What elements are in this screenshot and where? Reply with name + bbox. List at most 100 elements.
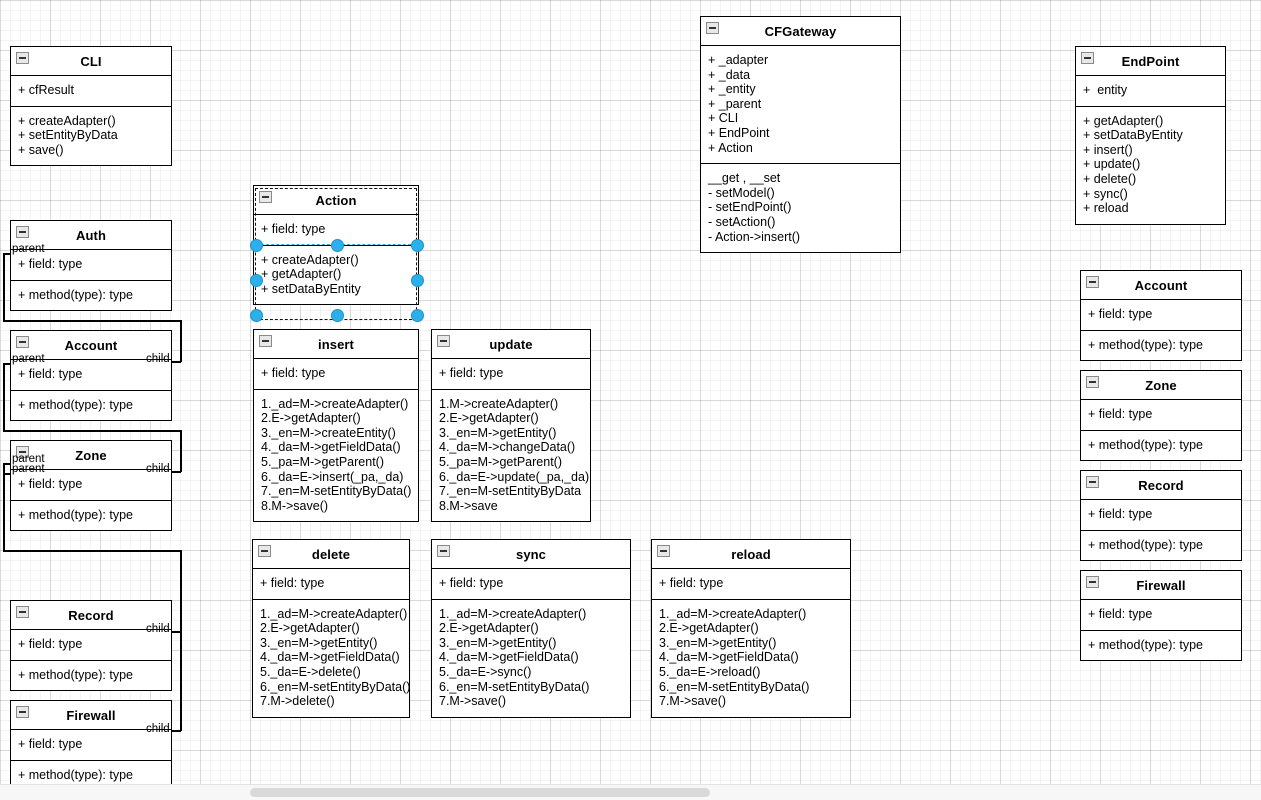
class-header: Auth <box>11 221 171 250</box>
method-row: - setEndPoint() <box>708 200 792 215</box>
class-title: Record <box>68 608 114 623</box>
attribute-row: + field: type <box>18 367 83 381</box>
attributes-compartment: + field: type <box>253 569 409 600</box>
collapse-minus-icon[interactable] <box>657 545 670 557</box>
uml-class-zone-right[interactable]: Zone+ field: type+ method(type): type <box>1080 370 1242 462</box>
class-title: Record <box>1138 478 1184 493</box>
method-row: 1._ad=M->createAdapter() <box>659 606 807 621</box>
method-row: 6._en=M-setEntityByData() <box>439 679 590 694</box>
uml-class-firewall-right[interactable]: Firewall+ field: type+ method(type): typ… <box>1080 570 1242 662</box>
attributes-compartment: + field: type <box>432 569 630 600</box>
attribute-row: + _adapter <box>708 53 769 67</box>
uml-class-record-left[interactable]: Record + field: type + method(type): type <box>10 600 172 692</box>
uml-class-auth-left[interactable]: Auth+ field: type+ method(type): type <box>10 220 172 312</box>
collapse-minus-icon[interactable] <box>437 545 450 557</box>
uml-class-cli[interactable]: CLI+ cfResult+ createAdapter()+ setEntit… <box>10 46 172 167</box>
methods-compartment: + createAdapter()+ setEntityByData+ save… <box>11 107 171 166</box>
class-header: Account <box>1081 271 1241 300</box>
method-row: 3._en=M->getEntity() <box>659 635 777 650</box>
resize-handle-top-center[interactable] <box>331 239 344 252</box>
method-row: 8.M->save <box>439 498 498 513</box>
resize-handle-bottom-center[interactable] <box>331 309 344 322</box>
methods-compartment: + method(type): type <box>1081 431 1241 461</box>
method-row: 5._da=E->sync() <box>439 664 532 679</box>
uml-class-endpoint[interactable]: EndPoint+ entity+ getAdapter()+ setDataB… <box>1075 46 1226 225</box>
methods-compartment: + method(type): type <box>11 661 171 691</box>
method-row: 1.M->createAdapter() <box>439 396 559 411</box>
uml-class-cfgateway[interactable]: CFGateway+ _adapter+ _data+ _entity+ _pa… <box>700 16 901 254</box>
collapse-minus-icon[interactable] <box>1086 276 1099 288</box>
uml-class-account-left[interactable]: Account+ field: type+ method(type): type <box>10 330 172 422</box>
methods-compartment: 1._ad=M->createAdapter()2.E->getAdapter(… <box>432 600 630 717</box>
methods-compartment: + createAdapter()+ getAdapter()+ setData… <box>254 246 418 305</box>
resize-handle-bottom-right[interactable] <box>411 309 424 322</box>
class-title: insert <box>317 337 354 352</box>
connector-segment <box>180 430 182 472</box>
attribute-row: + Action <box>708 140 753 155</box>
connector-segment <box>180 550 182 632</box>
method-row: + setDataByEntity <box>261 281 361 296</box>
collapse-minus-icon[interactable] <box>1086 576 1099 588</box>
collapse-minus-icon[interactable] <box>16 446 29 458</box>
method-row: + save() <box>18 142 64 157</box>
uml-class-record-right[interactable]: Record+ field: type+ method(type): type <box>1080 470 1242 562</box>
method-row: 2.E->getAdapter() <box>659 621 759 636</box>
collapse-minus-icon[interactable] <box>259 335 272 347</box>
class-title: CLI <box>80 54 102 69</box>
method-row: + method(type): type <box>18 767 133 782</box>
attribute-row: + field: type <box>659 576 724 590</box>
attributes-compartment: + field: type <box>11 470 171 501</box>
collapse-minus-icon[interactable] <box>16 606 29 618</box>
method-row: 7._en=M-setEntityByData() <box>261 484 412 499</box>
class-title: Account <box>64 338 118 353</box>
method-row: + method(type): type <box>1088 337 1203 352</box>
resize-handle-top-right[interactable] <box>411 239 424 252</box>
connector-segment <box>180 320 182 362</box>
collapse-minus-icon[interactable] <box>16 706 29 718</box>
method-row: 7.M->save() <box>439 694 507 709</box>
collapse-minus-icon[interactable] <box>1086 476 1099 488</box>
collapse-minus-icon[interactable] <box>16 336 29 348</box>
method-row: 7.M->save() <box>659 694 727 709</box>
class-title: Account <box>1134 278 1188 293</box>
method-row: 4._da=M->getFieldData() <box>261 440 401 455</box>
collapse-minus-icon[interactable] <box>259 191 272 203</box>
collapse-minus-icon[interactable] <box>437 335 450 347</box>
method-row: + update() <box>1083 157 1141 172</box>
collapse-minus-icon[interactable] <box>1081 52 1094 64</box>
uml-class-account-right[interactable]: Account + field: type + method(type): type <box>1080 270 1242 362</box>
attributes-compartment: + entity <box>1076 76 1225 107</box>
class-title: Action <box>315 193 357 208</box>
method-row: 2.E->getAdapter() <box>261 411 361 426</box>
method-row: + setDataByEntity <box>1083 128 1183 143</box>
collapse-minus-icon[interactable] <box>1086 376 1099 388</box>
method-row: 7._en=M-setEntityByData <box>439 484 582 499</box>
uml-class-firewall-left[interactable]: Firewall+ field: type+ method(type): typ… <box>10 700 172 792</box>
collapse-minus-icon[interactable] <box>258 545 271 557</box>
attribute-row: + entity <box>1083 83 1128 97</box>
collapse-minus-icon[interactable] <box>16 52 29 64</box>
method-row: 4._da=M->getFieldData() <box>659 650 799 665</box>
attribute-row: + _entity <box>708 82 756 97</box>
collapse-minus-icon[interactable] <box>16 226 29 238</box>
collapse-minus-icon[interactable] <box>706 22 719 34</box>
horizontal-scrollbar-thumb[interactable] <box>250 788 710 797</box>
resize-handle-middle-right[interactable] <box>411 274 424 287</box>
uml-class-zone-left[interactable]: Zone+ field: type+ method(type): type <box>10 440 172 532</box>
horizontal-scrollbar-track[interactable] <box>0 784 1261 800</box>
method-row: + reload <box>1083 201 1129 216</box>
methods-compartment: + method(type): type <box>11 761 171 791</box>
resize-handle-top-left[interactable] <box>250 239 263 252</box>
attribute-row: + EndPoint <box>708 125 770 140</box>
resize-handle-bottom-left[interactable] <box>250 309 263 322</box>
attribute-row: + field: type <box>18 637 83 651</box>
attribute-row: + field: type <box>1088 307 1153 321</box>
resize-handle-middle-left[interactable] <box>250 274 263 287</box>
class-header: Firewall <box>1081 571 1241 600</box>
